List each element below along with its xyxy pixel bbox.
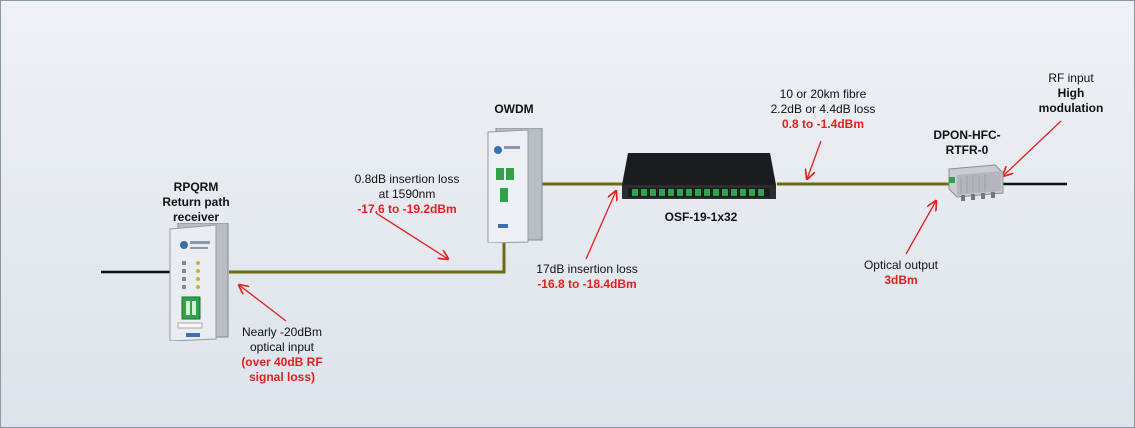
osf-splitter-icon [622, 153, 776, 199]
arrow-rpqrm-input [239, 285, 287, 322]
note-line: at 1590nm [378, 187, 436, 201]
rpqrm-input-note: Nearly -20dBm optical input (over 40dB R… [227, 325, 337, 385]
note-value: -17.6 to -19.2dBm [357, 202, 457, 216]
dpon-title-line: RTFR-0 [945, 143, 989, 157]
arrow-splitter-loss [585, 191, 616, 260]
rpqrm-title-line: RPQRM [173, 180, 219, 194]
fiber-rpqrm-owdm [229, 233, 506, 274]
arrow-owdm-loss [375, 212, 448, 259]
note-emphasis: modulation [1038, 101, 1104, 115]
note-value: signal loss) [248, 370, 316, 384]
rpqrm-title-line: Return path [162, 195, 230, 209]
rpqrm-device-icon [169, 223, 229, 341]
note-line: 17dB insertion loss [536, 262, 638, 276]
note-line: 0.8dB insertion loss [354, 172, 460, 186]
osf-title: OSF-19-1x32 [664, 210, 738, 224]
rpqrm-title-line: receiver [172, 210, 220, 224]
note-value: (over 40dB RF [241, 355, 323, 369]
note-value: 3dBm [884, 273, 918, 287]
dpon-device-icon [948, 164, 1004, 201]
dpon-title-line: DPON-HFC- [933, 128, 1001, 142]
owdm-title: OWDM [494, 102, 534, 116]
note-emphasis: High [1057, 86, 1085, 100]
fibre-note: 10 or 20km fibre 2.2dB or 4.4dB loss 0.8… [753, 87, 893, 132]
note-value: -16.8 to -18.4dBm [537, 277, 637, 291]
optical-output-note: Optical output 3dBm [851, 258, 951, 288]
arrow-rf-input [1003, 120, 1062, 176]
note-value: 0.8 to -1.4dBm [781, 117, 865, 131]
dpon-title: DPON-HFC- RTFR-0 [921, 128, 1013, 158]
note-line: 2.2dB or 4.4dB loss [770, 102, 876, 116]
note-line: Nearly -20dBm [241, 325, 323, 339]
splitter-loss-note: 17dB insertion loss -16.8 to -18.4dBm [519, 262, 655, 292]
note-line: Optical output [863, 258, 939, 272]
arrow-optical-output [905, 201, 936, 255]
owdm-loss-note: 0.8dB insertion loss at 1590nm -17.6 to … [337, 172, 477, 217]
note-line: 10 or 20km fibre [779, 87, 867, 101]
owdm-device-icon [487, 128, 543, 243]
note-line: optical input [249, 340, 315, 354]
arrow-fibre [807, 140, 822, 179]
rf-input-note: RF input High modulation [1023, 71, 1119, 116]
note-line: RF input [1048, 71, 1094, 85]
rpqrm-title: RPQRM Return path receiver [151, 180, 241, 225]
